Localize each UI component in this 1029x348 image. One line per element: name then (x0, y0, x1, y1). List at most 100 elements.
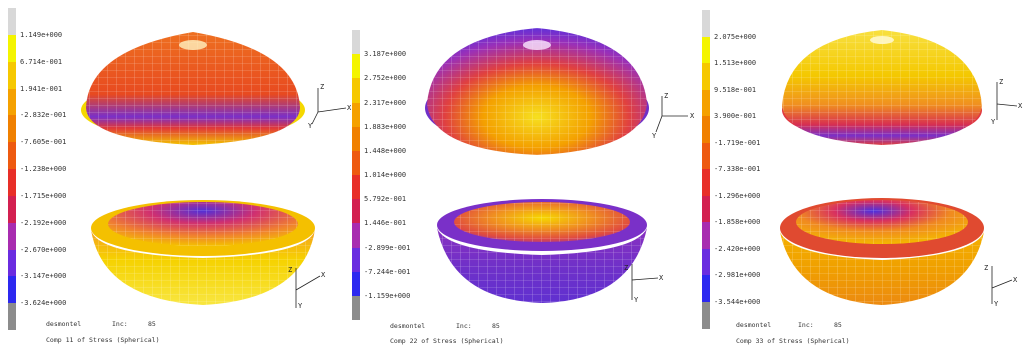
inc-value: 85 (834, 321, 842, 329)
axis-label-y: Y (308, 122, 313, 130)
colorbar-tick-label: 1.513e+000 (714, 59, 757, 67)
colorbar-segment (352, 175, 360, 200)
colorbar-segment (8, 222, 16, 250)
colorbar-segment (352, 223, 360, 248)
colorbar-tick-label: -2.192e+000 (20, 218, 67, 227)
axis-triad-bottom: Z X Y (288, 266, 326, 310)
axis-label-x: X (321, 271, 326, 279)
colorbar-tick-label: -1.159e+000 (364, 291, 411, 300)
colorbar-tick-label: 1.149e+000 (20, 30, 63, 39)
axis-triad-top: Z X Y (652, 92, 695, 140)
colorbar-segment (352, 30, 360, 55)
job-name: desmontel (390, 322, 426, 330)
colorbar-segment (352, 199, 360, 224)
colorbar-segment (702, 63, 710, 90)
stress-component-caption: Comp 22 of Stress (Spherical) (390, 337, 504, 345)
colorbar-tick-label: -2.981e+000 (714, 271, 761, 279)
colorbar-tick-label: 1.448e+000 (364, 146, 407, 155)
colorbar-tick-label: 1.941e-001 (20, 84, 63, 93)
colorbar-tick-label: 6.714e-001 (20, 57, 63, 66)
colorbar-segment (702, 301, 710, 329)
colorbar-tick-label: -7.338e-001 (714, 165, 761, 173)
dome-top-view (425, 28, 649, 303)
colorbar-segment (8, 115, 16, 143)
colorbar-segment (702, 116, 710, 143)
axis-label-z: Z (624, 264, 628, 272)
colorbar-segment (352, 295, 360, 321)
axis-label-z: Z (999, 78, 1003, 86)
colorbar-segment (352, 54, 360, 79)
colorbar-tick-label: 1.446e-001 (364, 219, 407, 228)
colorbar-segment (352, 126, 360, 152)
axis-triad-bottom: Z X Y (984, 264, 1018, 308)
axis-label-y: Y (634, 296, 639, 304)
colorbar-tick-label: -7.605e-001 (20, 138, 67, 147)
colorbar-segment (8, 61, 16, 89)
axis-label-x: X (659, 274, 664, 282)
colorbar-tick-label: 1.883e+000 (364, 122, 407, 131)
axis-triad-top: Z X Y (991, 78, 1023, 126)
axis-label-x: X (347, 104, 352, 112)
colorbar-segment (702, 36, 710, 64)
colorbar-tick-label: -3.544e+000 (714, 297, 761, 306)
colorbar-segment (352, 150, 360, 176)
colorbar-segment (702, 195, 710, 223)
dome-top-view (780, 30, 984, 305)
colorbar-tick-label: 2.317e+000 (364, 98, 407, 107)
colorbar-segment (702, 10, 710, 37)
colorbar-segment (8, 142, 16, 170)
job-name: desmontel (46, 320, 82, 328)
stress-panel-comp11: 1.149e+000 6.714e-001 1.941e-001 -2.832e-00… (8, 0, 352, 348)
colorbar-tick-label: -2.899e-001 (364, 243, 411, 252)
axis-label-z: Z (664, 92, 668, 100)
axis-label-x: X (690, 112, 695, 120)
colorbar-tick-label: -2.420e+000 (714, 244, 761, 253)
job-name: desmontel (736, 321, 772, 329)
colorbar-segment (702, 275, 710, 302)
colorbar-tick-label: -1.238e+000 (20, 165, 67, 173)
colorbar-segment (8, 8, 16, 36)
axis-label-z: Z (984, 264, 988, 272)
colorbar-tick-label: -3.624e+000 (20, 299, 67, 308)
colorbar-tick-label: 3.900e-001 (714, 112, 757, 120)
axis-label-z: Z (320, 83, 324, 91)
colorbar-segment (702, 89, 710, 117)
colorbar-legend (8, 8, 16, 331)
colorbar-tick-label: -1.296e+000 (714, 191, 761, 200)
colorbar-tick-label: -2.832e-001 (20, 111, 67, 120)
colorbar-segment (702, 222, 710, 249)
colorbar-tick-label: -1.719e-001 (714, 138, 761, 147)
colorbar-tick-label: -1.858e+000 (714, 218, 761, 226)
axis-label-y: Y (994, 300, 999, 308)
colorbar-segment (8, 169, 16, 197)
axis-label-y: Y (652, 132, 657, 140)
colorbar-tick-label: 5.792e-001 (364, 195, 407, 204)
axis-label-y: Y (991, 118, 996, 126)
axis-label-x: X (1018, 102, 1023, 110)
colorbar-tick-label: -7.244e-001 (364, 267, 411, 276)
colorbar-segment (8, 249, 16, 277)
colorbar-segment (352, 271, 360, 297)
colorbar-legend (352, 30, 360, 321)
inc-label: Inc: (798, 321, 814, 329)
axis-label-x: X (1013, 276, 1018, 284)
colorbar-tick-label: -2.670e+000 (20, 245, 67, 254)
colorbar-segment (702, 248, 710, 276)
axis-label-y: Y (298, 302, 303, 310)
inc-value: 85 (492, 322, 500, 330)
colorbar-segment (352, 78, 360, 103)
colorbar-segment (702, 142, 710, 170)
colorbar-segment (8, 34, 16, 63)
colorbar-segment (8, 303, 16, 331)
stress-component-caption: Comp 11 of Stress (Spherical) (46, 336, 160, 344)
colorbar-tick-label: -3.147e+000 (20, 272, 67, 281)
colorbar-legend (702, 10, 710, 329)
colorbar-segment (702, 169, 710, 196)
colorbar-tick-label: 1.014e+000 (364, 171, 407, 179)
axis-triad-bottom: Z X Y (624, 264, 664, 304)
stress-component-caption: Comp 33 of Stress (Spherical) (736, 337, 850, 345)
colorbar-segment (352, 247, 360, 273)
colorbar-tick-label: 3.187e+000 (364, 50, 407, 59)
